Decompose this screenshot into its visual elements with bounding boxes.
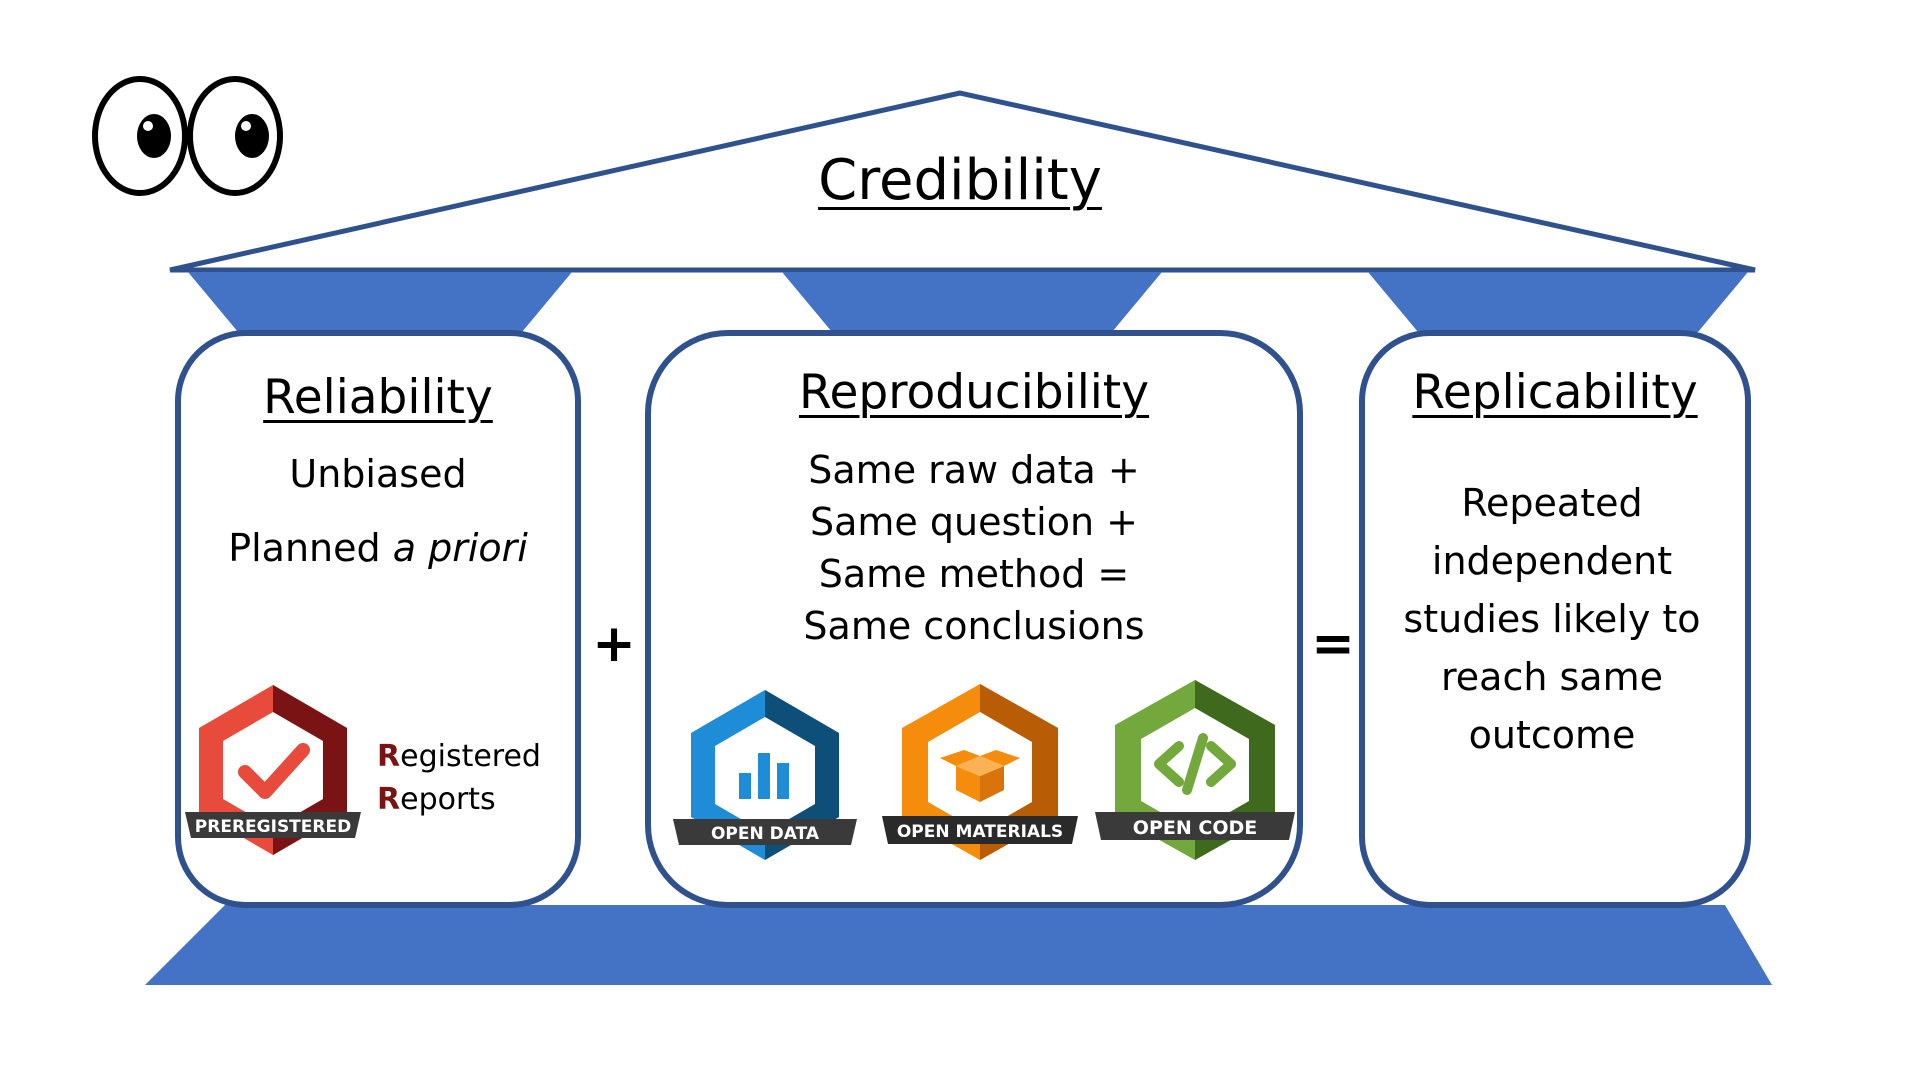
badge-label: PREREGISTERED — [195, 817, 351, 837]
replicability-line: studies likely to — [1403, 597, 1701, 641]
replicability-line: outcome — [1468, 713, 1636, 757]
replicability-line: reach same — [1441, 655, 1663, 699]
rr-text: egistered — [400, 739, 541, 774]
replicability-line: Repeated — [1461, 481, 1643, 525]
page-title: Credibility — [818, 148, 1102, 213]
reproducibility-line: Same method = — [818, 552, 1130, 596]
planned-text: Planned — [228, 526, 393, 570]
equals-operator: = — [1311, 614, 1355, 674]
badge-label: OPEN CODE — [1133, 817, 1257, 839]
bar-chart-icon — [739, 753, 789, 799]
reproducibility-line: Same question + — [810, 500, 1138, 544]
capital-right — [1368, 272, 1748, 332]
reproducibility-line: Same conclusions — [803, 604, 1145, 648]
a-priori-text: a priori — [392, 526, 528, 570]
open-code-badge: OPEN CODE — [1095, 680, 1295, 860]
rr-initial: R — [377, 739, 401, 774]
registered-reports-label: Registered Reports — [377, 735, 541, 821]
reproducibility-line: Same raw data + — [808, 448, 1140, 492]
pillar-replicability — [1359, 330, 1751, 908]
capital-middle — [782, 272, 1162, 332]
reliability-line: Unbiased — [289, 452, 467, 496]
reliability-heading: Reliability — [263, 370, 493, 425]
open-box-icon — [940, 750, 1020, 802]
reliability-line-planned: Planned a priori — [178, 522, 578, 574]
preregistered-badge: PREREGISTERED — [185, 685, 361, 855]
open-materials-badge: OPEN MATERIALS — [882, 684, 1078, 860]
code-icon — [1154, 733, 1236, 795]
replicability-heading: Replicability — [1412, 365, 1698, 420]
checkmark-icon — [238, 743, 310, 799]
rr-text: eports — [400, 782, 496, 817]
temple-base — [145, 905, 1772, 985]
replicability-line: independent — [1431, 539, 1673, 583]
capital-left — [188, 272, 572, 332]
rr-initial: R — [377, 782, 401, 817]
eyes-icon — [92, 76, 283, 196]
plus-operator: + — [592, 614, 636, 674]
open-data-badge: OPEN DATA — [673, 690, 857, 860]
roof-pediment — [169, 90, 1756, 273]
badge-label: OPEN DATA — [711, 824, 820, 844]
badge-label: OPEN MATERIALS — [897, 822, 1063, 842]
reproducibility-heading: Reproducibility — [798, 365, 1150, 420]
